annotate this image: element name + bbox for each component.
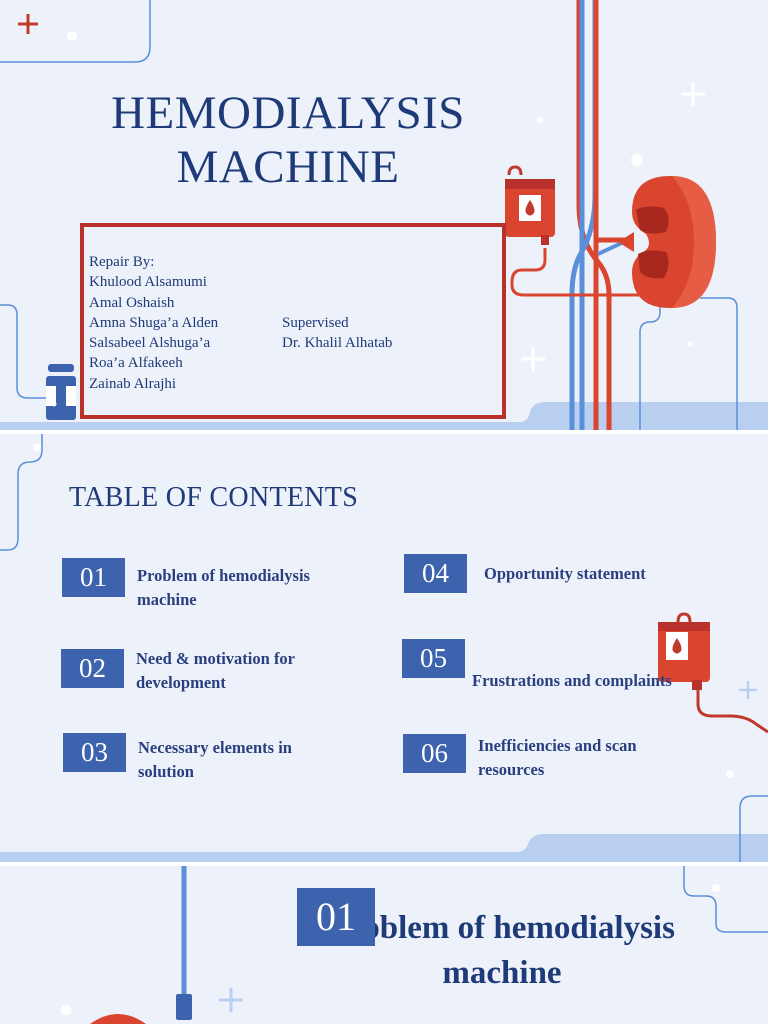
- toc-label-line: development: [136, 672, 226, 692]
- section-title-line-1: Problem of hemodialysis: [375, 910, 675, 946]
- blood-bag-icon: [658, 612, 710, 690]
- title-slide-decoration: [0, 0, 768, 430]
- toc-label: Frustrations and complaints: [472, 669, 696, 693]
- section-slide-decoration: [61, 866, 768, 1024]
- toc-slide-decoration: [0, 434, 768, 862]
- toc-label-line: Need & motivation for: [136, 649, 296, 668]
- member-name: Roa’a Alfakeeh: [89, 355, 183, 372]
- member-name: Amna Shuga’a Alden: [89, 314, 219, 331]
- repair-heading: Repair By:: [89, 254, 155, 270]
- title-line-2: MACHINE: [176, 141, 400, 193]
- section-slide: [0, 866, 768, 1024]
- toc-label: Inefficiencies and scan resources: [478, 734, 637, 781]
- toc-label: Problem of hemodialysis machine: [137, 564, 310, 611]
- kidney-icon: [618, 176, 716, 308]
- toc-number: 06: [403, 734, 466, 773]
- table-of-contents-slide: TABLE OF CONTENTS 01 Problem of hemodial…: [0, 434, 768, 862]
- toc-label-line: Opportunity statement: [484, 564, 646, 583]
- plus-icon: [739, 681, 757, 699]
- toc-label-line: machine: [137, 589, 197, 609]
- credits-box: [80, 223, 506, 419]
- toc-number: 01: [62, 558, 125, 597]
- toc-label-line: Frustrations and complaints: [472, 671, 672, 690]
- toc-number: 04: [404, 554, 467, 593]
- presentation-title: HEMODIALYSIS MACHINE: [60, 86, 516, 194]
- supervisor-name: Dr. Khalil Alhatab: [282, 335, 393, 352]
- section-number: 01: [297, 888, 375, 946]
- member-name: Salsabeel Alshuga’a: [89, 335, 211, 352]
- supervised-label: Supervised: [282, 315, 349, 331]
- toc-label: Necessary elements in solution: [138, 736, 292, 783]
- supervisor-block: Supervised Dr. Khalil Alhatab: [282, 313, 392, 354]
- section-title-clip: Problem of hemodialysis: [375, 906, 715, 952]
- member-name: Khulood Alsamumi: [89, 274, 207, 291]
- toc-number: 02: [61, 649, 124, 688]
- blood-bag-icon: [505, 165, 555, 245]
- plus-icon: [219, 988, 243, 1012]
- toc-label-line: Necessary elements in: [138, 738, 292, 757]
- toc-label-line: solution: [138, 761, 194, 781]
- toc-label-line: Inefficiencies and scan: [478, 736, 637, 755]
- toc-number: 05: [402, 639, 465, 678]
- toc-label-line: Problem of hemodialysis: [137, 566, 310, 585]
- section-title-line-2: machine: [442, 955, 562, 991]
- toc-label-line: resources: [478, 759, 545, 779]
- toc-number: 03: [63, 733, 126, 772]
- title-line-1: HEMODIALYSIS: [111, 87, 465, 139]
- credits-list: Repair By: Khulood Alsamumi Amal Oshaish…: [89, 252, 218, 394]
- toc-heading: TABLE OF CONTENTS: [69, 482, 359, 513]
- toc-label: Need & motivation for development: [136, 647, 295, 694]
- member-name: Zainab Alrajhi: [89, 375, 177, 392]
- title-slide: HEMODIALYSIS MACHINE Repair By: Khulood …: [0, 0, 768, 430]
- toc-label: Opportunity statement: [484, 562, 646, 586]
- member-name: Amal Oshaish: [89, 294, 175, 311]
- medicine-bottle-icon: [46, 364, 76, 420]
